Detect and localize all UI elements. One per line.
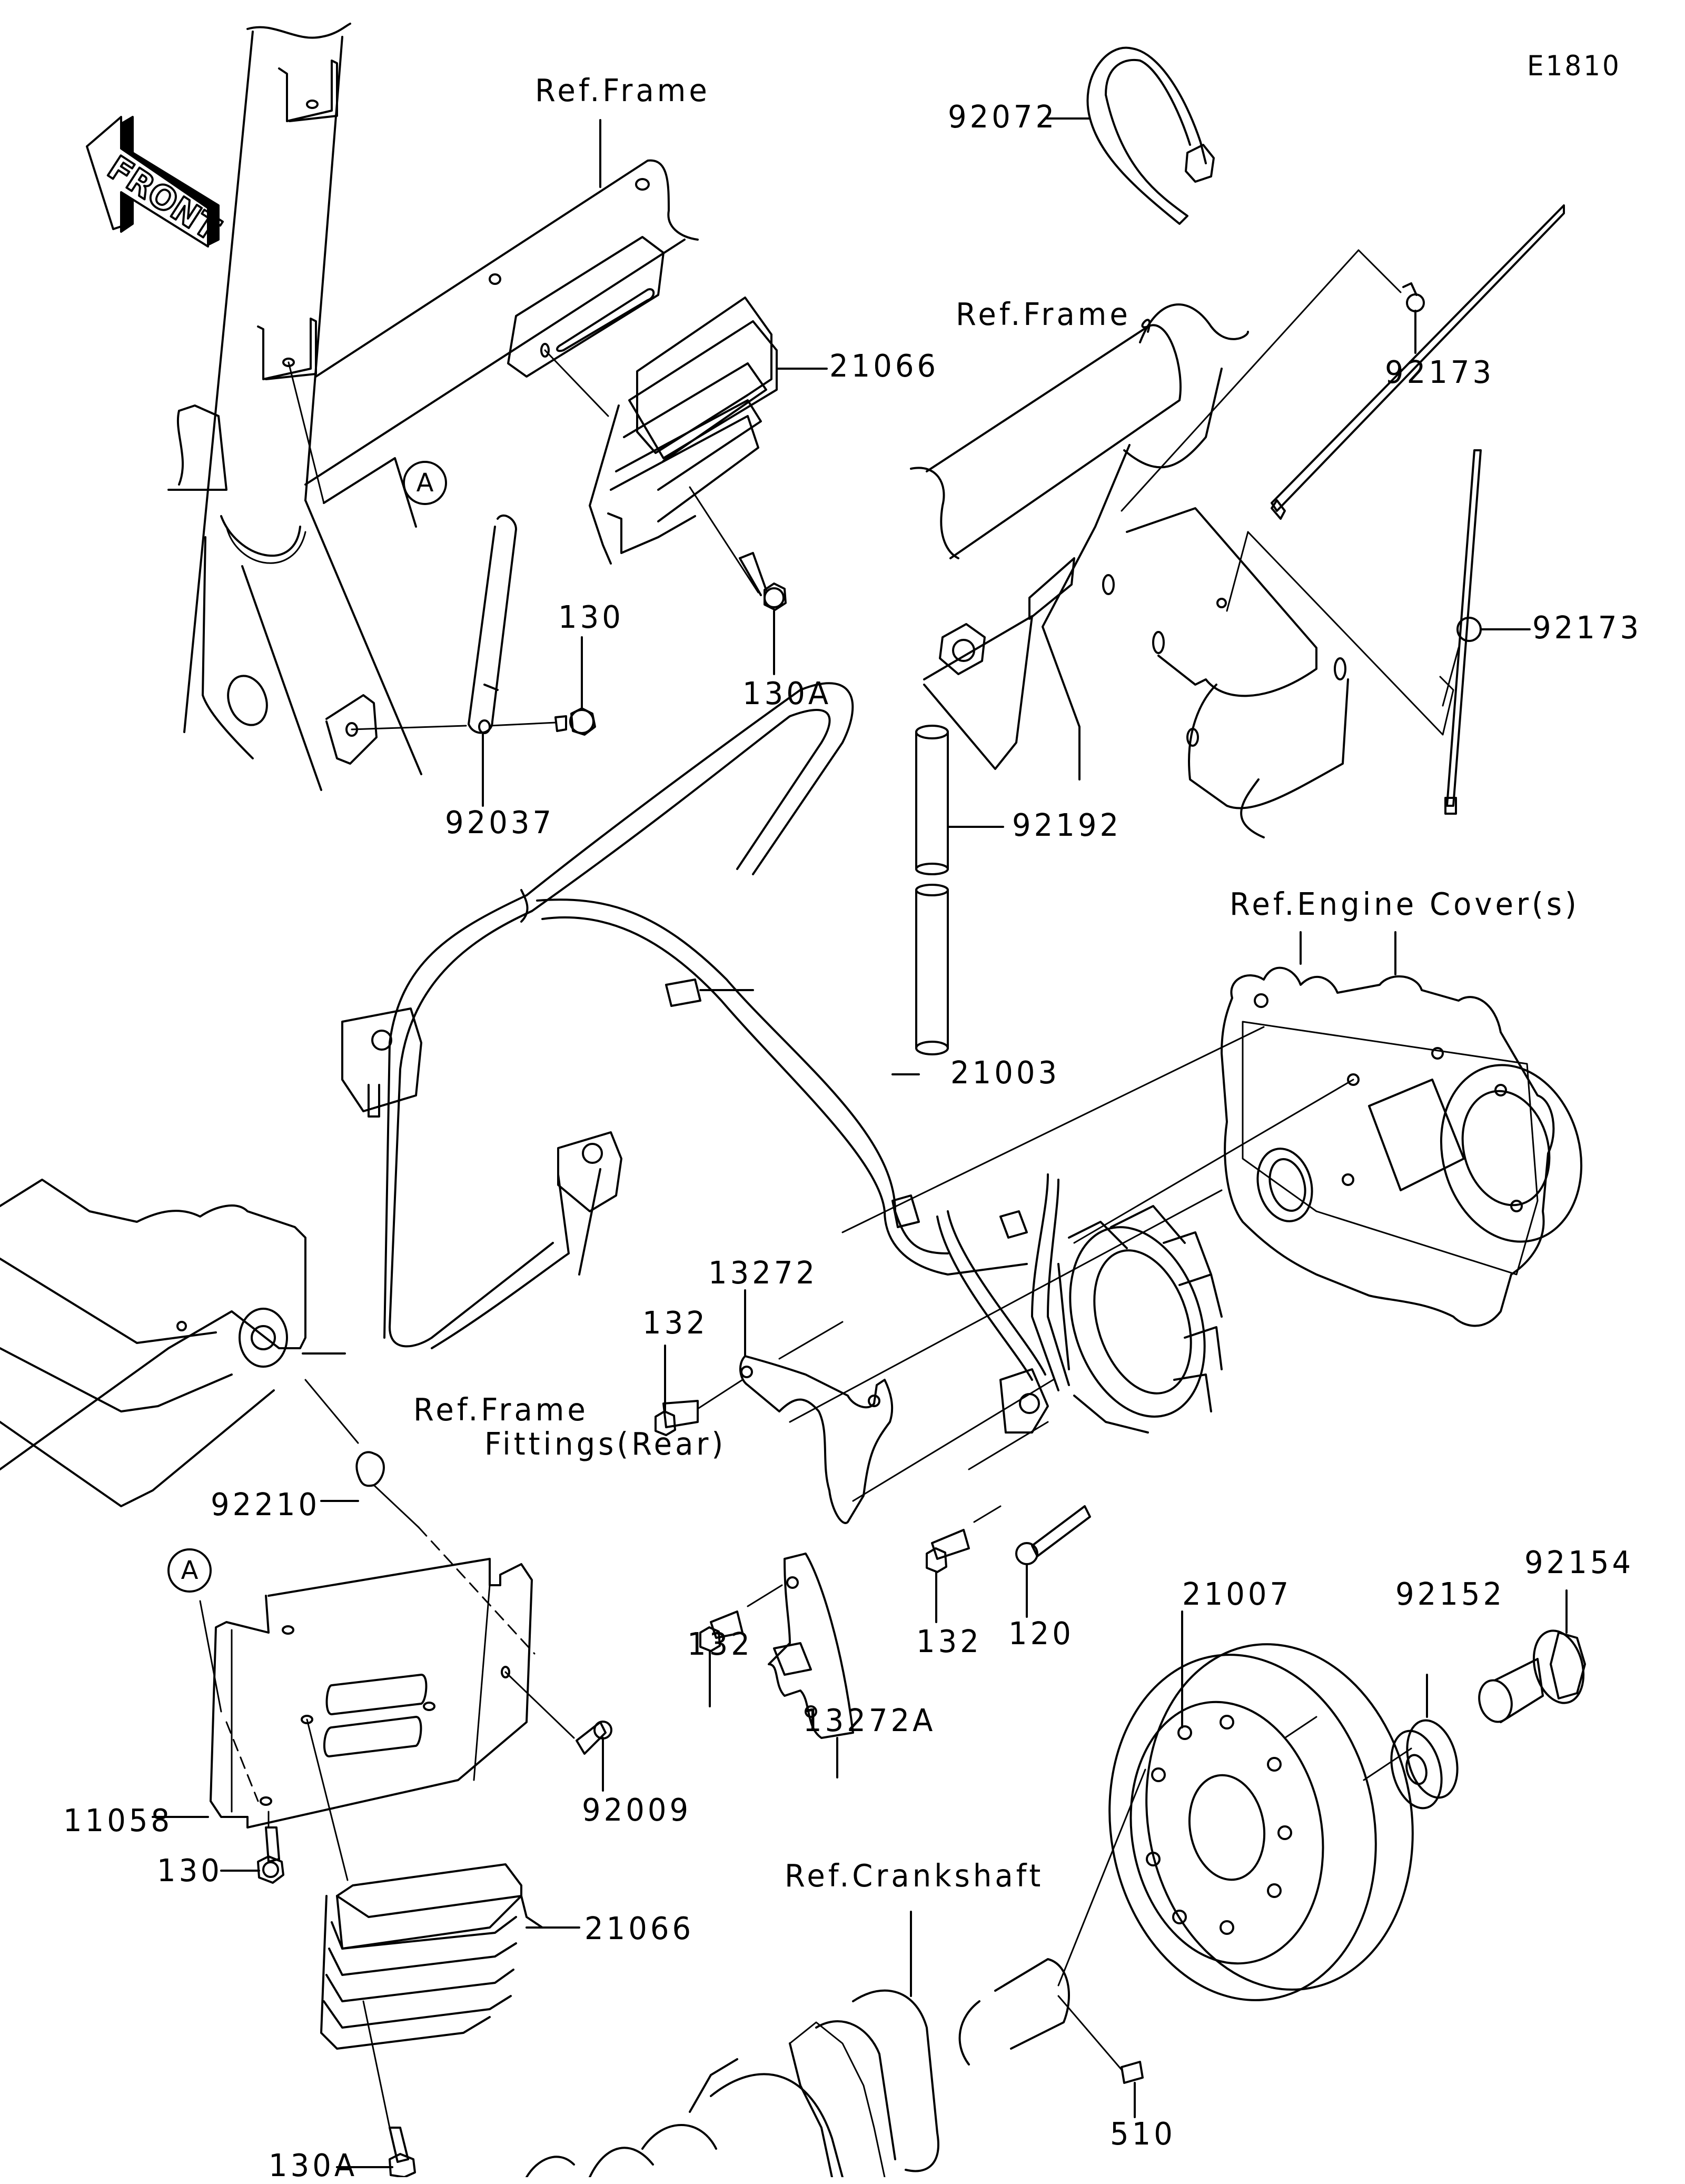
engine-cover — [789, 931, 1583, 1423]
ground-strap-92037 — [325, 515, 596, 807]
part-label-92037[interactable]: 92037 — [445, 805, 555, 841]
protector-tube-92192 — [915, 725, 1004, 1055]
part-label-130-top[interactable]: 130 — [558, 599, 624, 636]
part-label-21003[interactable]: 21003 — [950, 1055, 1060, 1091]
ref-frame-fittings-label-line2: Fittings(Rear) — [484, 1426, 727, 1462]
part-label-130A-top[interactable]: 130A — [742, 676, 832, 712]
leader-lines — [599, 117, 1091, 370]
frame-right-section — [910, 303, 1454, 838]
ref-marker-a-lower: A — [167, 1548, 212, 1593]
lower-frame-fittings — [0, 1179, 536, 1655]
bracket-13272 — [655, 1289, 894, 1524]
frame-crossmember — [288, 159, 699, 528]
bolt-130-lower — [220, 1811, 284, 1884]
part-label-21066-bottom[interactable]: 21066 — [584, 1911, 695, 1947]
part-label-92192[interactable]: 92192 — [1012, 807, 1122, 844]
regulator-21066-top — [589, 297, 787, 675]
diagram-id: E1810 — [1527, 50, 1621, 82]
flywheel-21007 — [1108, 1610, 1414, 2001]
collar-92152 — [1390, 1674, 1459, 1810]
part-label-130A-bottom[interactable]: 130A — [269, 2148, 358, 2184]
part-label-132-b[interactable]: 132 — [687, 1626, 753, 1663]
bracket-13272A — [699, 1505, 1091, 1778]
part-label-21007[interactable]: 21007 — [1182, 1576, 1292, 1613]
cable-band-92072 — [1086, 46, 1215, 225]
bolt-92154 — [1478, 1589, 1586, 1723]
part-label-132-a[interactable]: 132 — [642, 1305, 708, 1341]
ref-marker-a-upper: A — [403, 461, 447, 505]
stator — [852, 1205, 1223, 1502]
part-label-21066-top[interactable]: 21066 — [829, 348, 939, 384]
part-label-92210[interactable]: 92210 — [211, 1487, 321, 1523]
regulator-21066-bottom — [320, 1863, 580, 2177]
part-label-92173-upper[interactable]: 92173 — [1385, 354, 1495, 391]
wire-harness-21003 — [341, 682, 1070, 1391]
cable-tie-92173-upper — [1121, 204, 1565, 520]
part-label-130-bottom[interactable]: 130 — [157, 1853, 223, 1889]
ref-crankshaft-label: Ref.Crankshaft — [785, 1858, 1044, 1894]
frame-left-tube — [167, 23, 422, 791]
part-label-11058[interactable]: 11058 — [63, 1803, 173, 1839]
ref-engine-cover-label: Ref.Engine Cover(s) — [1230, 886, 1580, 923]
part-label-92072[interactable]: 92072 — [948, 99, 1058, 135]
part-label-92154[interactable]: 92154 — [1524, 1545, 1634, 1581]
part-label-120[interactable]: 120 — [1008, 1616, 1074, 1652]
part-label-13272A[interactable]: 13272A — [803, 1703, 936, 1739]
ref-frame-label-top: Ref.Frame — [535, 73, 710, 109]
part-label-13272[interactable]: 13272 — [708, 1255, 818, 1291]
ref-frame-label-right: Ref.Frame — [956, 297, 1131, 333]
front-arrow-icon: FRONT — [86, 116, 227, 250]
ref-frame-fittings-label-line1: Ref.Frame — [413, 1392, 589, 1428]
crankshaft — [526, 1768, 1146, 2177]
part-label-92152[interactable]: 92152 — [1395, 1576, 1505, 1613]
part-label-510[interactable]: 510 — [1110, 2116, 1176, 2152]
part-label-92173-right[interactable]: 92173 — [1532, 610, 1642, 646]
part-label-92009[interactable]: 92009 — [582, 1792, 692, 1829]
part-label-132-c[interactable]: 132 — [916, 1624, 982, 1660]
cover-11058 — [152, 1558, 612, 1881]
cable-tie-92173-right — [1442, 449, 1531, 815]
